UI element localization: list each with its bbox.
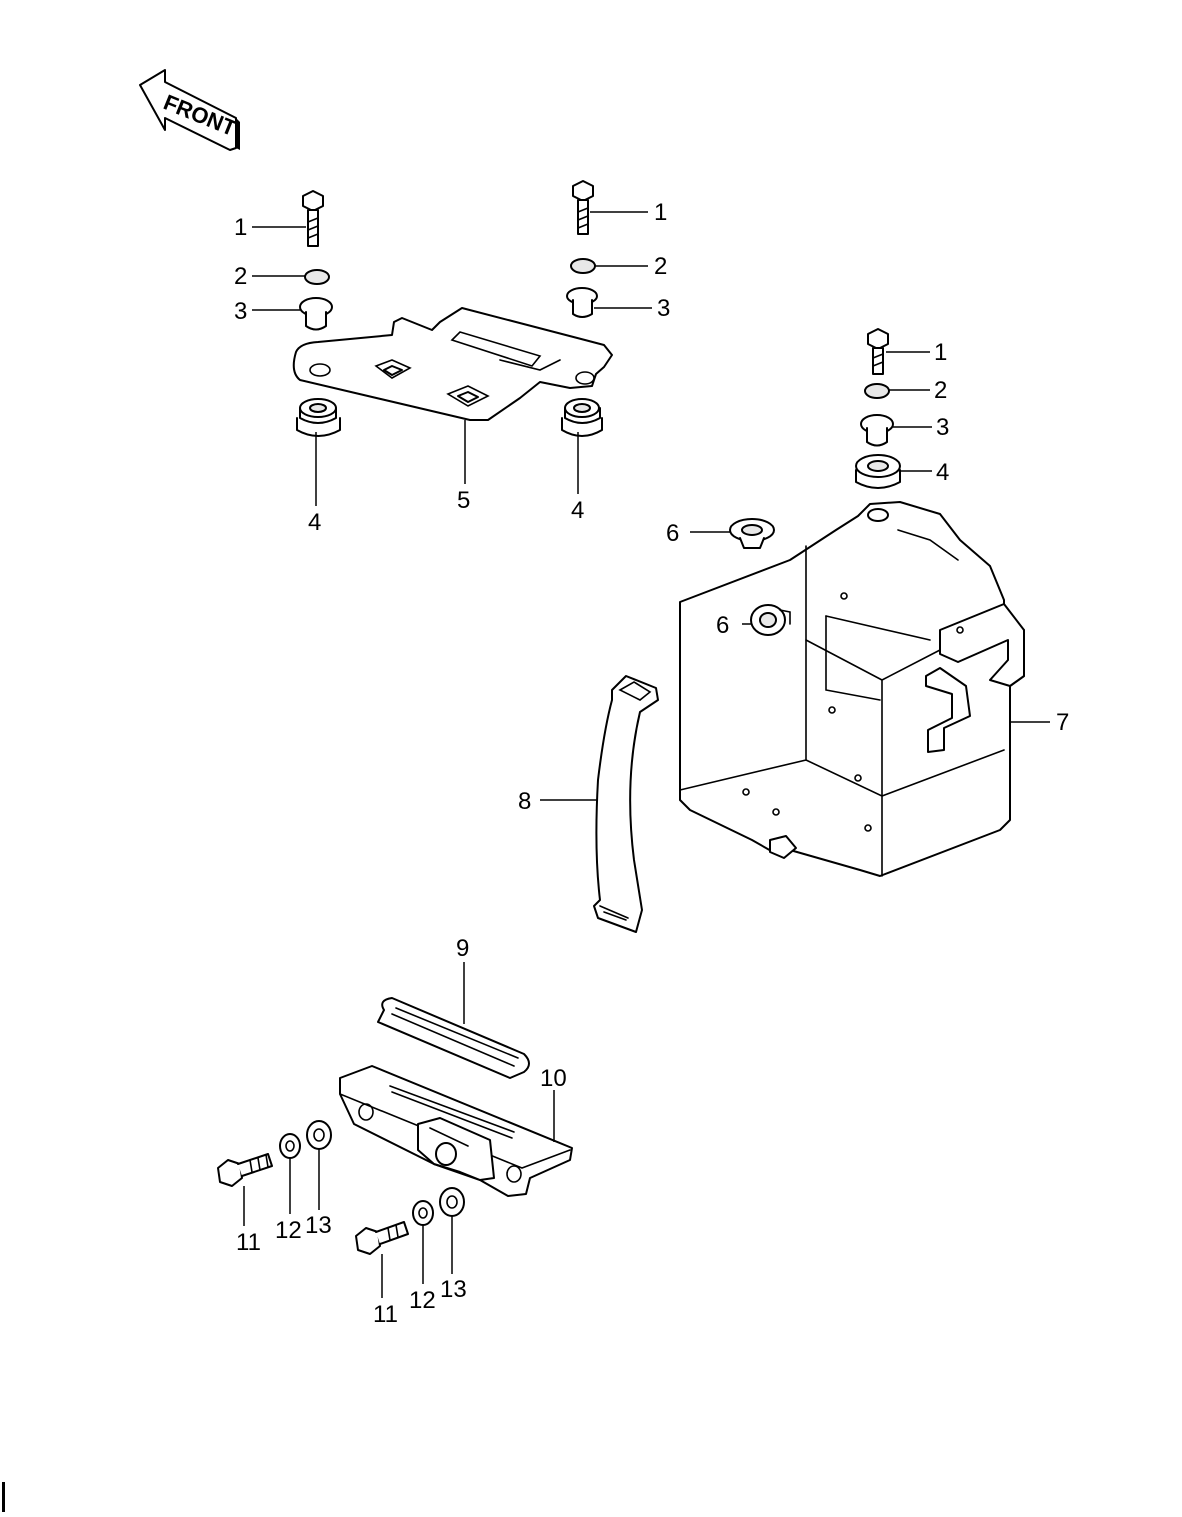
collar-part-3-left [299,297,333,331]
bolt-part-1-right [867,328,889,375]
callout-2: 2 [934,377,947,404]
callout-7: 7 [1056,709,1069,736]
bolt-part-1-left [302,190,324,247]
battery-strap-part-8 [593,675,659,933]
callout-10: 10 [540,1065,567,1092]
callout-8: 8 [518,788,531,815]
lock-washer-part-2-right [864,383,890,399]
callout-labels: 1 2 3 4 5 4 1 2 3 1 2 3 4 6 6 7 8 9 10 1… [234,199,1069,1328]
grommet-part-6-case [750,604,791,636]
callout-11: 11 [236,1229,261,1256]
washer-part-12-upper [279,1133,301,1159]
callout-6: 6 [716,612,729,639]
bolt-part-1-center [572,180,594,235]
callout-4: 4 [571,497,584,524]
grommet-part-6-upper [729,518,775,549]
collar-part-3-center [566,287,598,318]
callout-12: 12 [275,1217,302,1244]
callout-4: 4 [936,459,949,486]
lock-washer-part-2-center [570,258,596,274]
callout-13: 13 [305,1212,332,1239]
callout-4: 4 [308,509,321,536]
collar-part-3-right [860,414,894,447]
battery-case-part-7 [679,501,1025,877]
grommet-part-4-case [855,454,901,489]
callout-2: 2 [654,253,667,280]
lock-washer-part-2-left [304,269,330,285]
callout-1: 1 [654,199,667,226]
front-direction-arrow: FRONT [139,69,240,151]
washer-part-13-lower [439,1187,465,1217]
callout-12: 12 [409,1287,436,1314]
washer-part-13-upper [306,1120,332,1150]
washer-part-12-lower [412,1200,434,1226]
leader-lines [243,211,1050,1298]
callout-5: 5 [457,487,470,514]
callout-3: 3 [234,298,247,325]
grommet-part-4-right [561,398,603,437]
grommet-part-4-left [296,398,341,437]
rubber-pad-part-9 [377,997,530,1079]
callout-3: 3 [936,414,949,441]
callout-3: 3 [657,295,670,322]
bolt-part-11-lower [355,1221,409,1255]
callout-6: 6 [666,520,679,547]
scan-edge-mark [2,1482,5,1512]
bolt-part-11-upper [217,1153,273,1187]
callout-13: 13 [440,1276,467,1303]
mounting-plate-part-5 [292,307,613,421]
callout-9: 9 [456,935,469,962]
callout-11: 11 [373,1301,398,1328]
callout-1: 1 [934,339,947,366]
callout-1: 1 [234,214,247,241]
callout-2: 2 [234,263,247,290]
bracket-part-10 [339,1065,573,1197]
